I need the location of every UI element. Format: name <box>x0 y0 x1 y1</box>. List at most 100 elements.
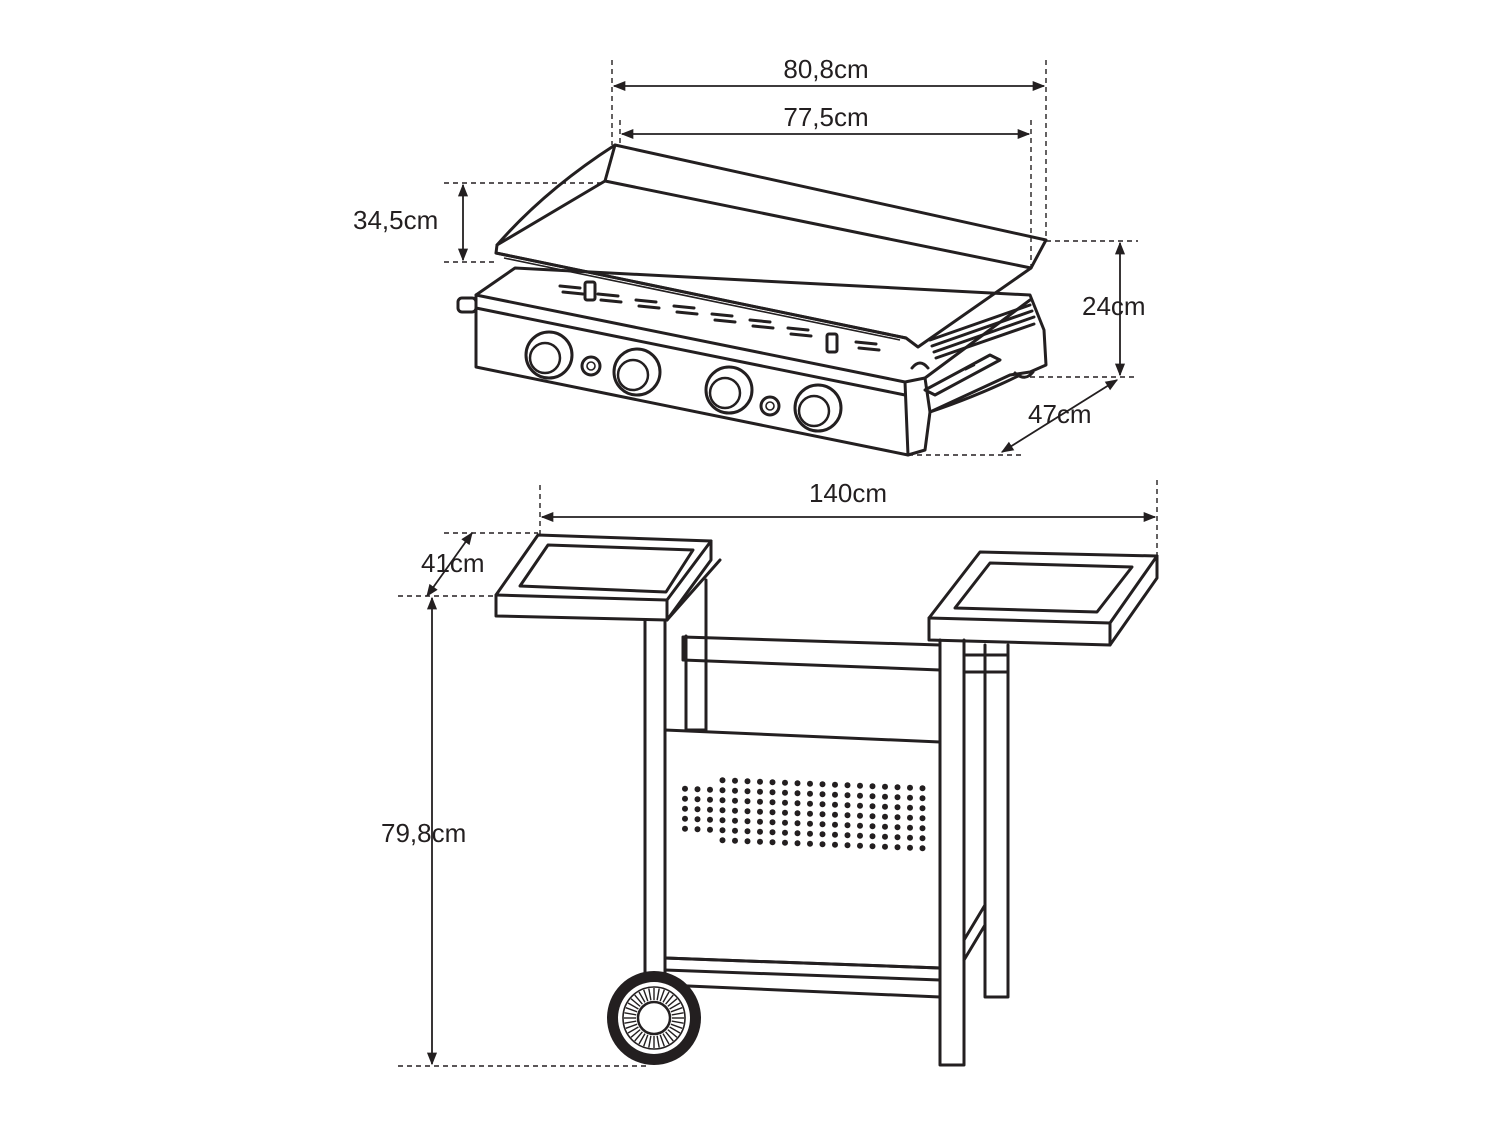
vent-dot <box>719 837 726 844</box>
vent-dot <box>732 827 738 834</box>
burner-knob-1-icon <box>524 330 574 380</box>
vent-dot <box>757 818 763 825</box>
wheel-spoke <box>643 989 649 1002</box>
wheel-spoke <box>634 1031 643 1042</box>
vent-dot <box>807 820 813 827</box>
vent-dot <box>769 789 776 796</box>
vent-dot <box>844 842 851 849</box>
vent-dot <box>694 796 701 803</box>
wheel-spoke <box>659 989 665 1002</box>
vent-dot <box>757 788 763 795</box>
vent-dot <box>744 838 751 845</box>
vent-dot <box>732 797 738 804</box>
wheel-spoke <box>638 1033 646 1045</box>
vent-dot <box>769 829 776 836</box>
vent-dot <box>907 844 913 851</box>
wheel-spoke <box>638 991 646 1003</box>
vent-dot <box>807 780 813 787</box>
vent-dot <box>707 816 713 823</box>
wheel-spoke <box>667 1029 678 1038</box>
cart-wheel <box>607 971 701 1065</box>
griddle-hood-height-label: 34,5cm <box>353 205 438 235</box>
griddle-plate <box>494 143 1048 349</box>
vent-dot <box>757 838 763 845</box>
vent-dot <box>807 830 813 837</box>
vent-dot <box>894 824 901 831</box>
vent-dot <box>869 833 876 840</box>
vent-dot <box>919 825 926 832</box>
dimension-lines <box>398 60 1158 1067</box>
vent-dot <box>782 809 788 816</box>
vent-dot <box>907 824 913 831</box>
vent-dot <box>919 845 926 852</box>
burner-knob-4-icon <box>793 383 843 433</box>
vent-dot <box>769 779 776 786</box>
vent-dot <box>719 777 726 784</box>
wheel-spoke <box>627 1026 639 1034</box>
vent-dot <box>807 810 813 817</box>
vent-dot <box>919 815 926 822</box>
vent-dot <box>869 813 876 820</box>
burner-knob-2-icon <box>612 347 662 397</box>
griddle-drawing <box>456 143 1048 457</box>
wheel-spoke <box>648 1035 652 1048</box>
wheel-spoke <box>667 998 678 1007</box>
vent-dot <box>757 798 763 805</box>
vent-dot <box>757 778 763 785</box>
vent-dot <box>807 800 813 807</box>
vent-dot <box>719 807 726 814</box>
vent-dot <box>794 790 801 797</box>
vent-dot <box>907 794 913 801</box>
cart-drawing <box>494 533 1159 1067</box>
burner-knob-3-icon <box>704 365 754 415</box>
vent-dot <box>769 799 776 806</box>
wheel-spoke <box>656 988 660 1001</box>
vent-dot <box>857 832 863 839</box>
wheel-spoke <box>665 1031 674 1042</box>
vent-dot <box>682 815 688 822</box>
vent-dot <box>832 821 838 828</box>
vent-dot <box>707 786 713 793</box>
vent-dot <box>819 811 826 818</box>
vent-dot <box>882 783 888 790</box>
wheel-spoke <box>665 994 674 1005</box>
wheel-spoke <box>630 1029 641 1038</box>
vent-dot <box>819 791 826 798</box>
vent-dot <box>782 789 788 796</box>
vent-dot <box>857 842 863 849</box>
vent-dot <box>882 813 888 820</box>
vent-dot <box>919 795 926 802</box>
vent-dot <box>907 834 913 841</box>
vent-dot <box>732 777 738 784</box>
igniter-2-icon <box>759 395 781 417</box>
vent-dot <box>819 841 826 848</box>
wheel-spoke <box>643 1034 649 1047</box>
wheel-spokes <box>624 988 684 1048</box>
vent-dot <box>794 820 801 827</box>
vent-dot <box>707 826 713 833</box>
vent-dot <box>807 840 813 847</box>
vent-dot <box>907 814 913 821</box>
wheel-spoke <box>625 1007 638 1013</box>
wheel-spoke <box>634 994 643 1005</box>
vent-dot <box>782 799 788 806</box>
vent-dot <box>694 806 701 813</box>
vent-dot <box>732 837 738 844</box>
left-side-shelf <box>494 533 722 622</box>
wheel-spoke <box>662 991 670 1003</box>
vent-dot <box>919 835 926 842</box>
vent-dot <box>894 814 901 821</box>
vent-dot <box>882 803 888 810</box>
dimension-labels: 80,8cm 77,5cm 34,5cm 24cm 47cm 140cm 41c… <box>353 54 1146 848</box>
cart-shelf-depth-label: 41cm <box>421 548 485 578</box>
vent-dot <box>844 832 851 839</box>
vent-dot <box>832 791 838 798</box>
panel-vent-dots <box>682 777 926 852</box>
vent-dot <box>844 782 851 789</box>
vent-dot <box>832 811 838 818</box>
vent-dot <box>869 843 876 850</box>
wheel-spoke <box>669 1026 681 1034</box>
vent-dot <box>857 812 863 819</box>
right-side-shelf <box>927 550 1159 647</box>
vent-dot <box>707 796 713 803</box>
